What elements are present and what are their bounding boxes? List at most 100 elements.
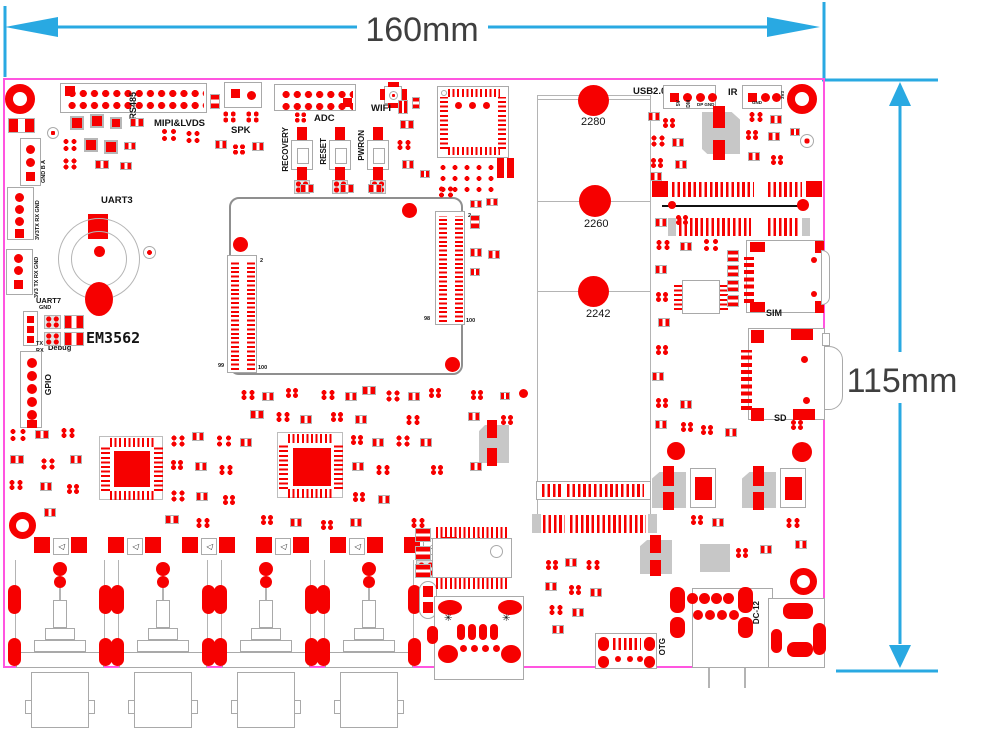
shield-pad [738, 617, 753, 638]
pin-lead [59, 588, 61, 600]
shield-pad [670, 617, 685, 638]
recovery-label: RECOVERY [281, 127, 290, 172]
smd-pads [785, 518, 801, 528]
soic-chip-small [682, 280, 720, 314]
smd-pad [84, 138, 98, 152]
connector-end-pad [806, 181, 822, 197]
smd-pads [8, 480, 24, 490]
smd-pads [500, 392, 510, 400]
pin-pad [53, 562, 67, 576]
m2-standoff-2242 [578, 276, 609, 307]
ir-connector [742, 85, 782, 109]
bnc-base [119, 652, 207, 668]
smd-pads [44, 332, 61, 346]
smd-pad [110, 117, 122, 129]
chip-pins [334, 443, 343, 489]
smd-pads [650, 172, 662, 181]
chip-pins [448, 89, 500, 97]
socket-post [811, 291, 817, 297]
socket-pad [791, 329, 813, 340]
ir-label: IR [728, 87, 738, 98]
pin-lead [368, 588, 370, 600]
uart7-connector [6, 249, 33, 295]
smd-pads [350, 518, 362, 527]
pin-pad [468, 624, 476, 640]
smd-pads [385, 390, 401, 402]
pin [27, 316, 34, 323]
smd-pads [285, 388, 299, 398]
pin-pad [705, 610, 715, 620]
smd-pads [400, 120, 414, 129]
smd-pads [552, 625, 564, 634]
connector-pins [543, 515, 565, 533]
antenna-pad [388, 103, 399, 108]
spk-label: SPK [231, 125, 251, 136]
button-pad [335, 167, 345, 181]
pin1-marker [65, 86, 75, 96]
mipi-lvds-header [60, 83, 207, 113]
smd-pads [405, 415, 421, 425]
pin [748, 93, 757, 102]
sim-label: SIM [766, 308, 783, 318]
uart3-label: UART3 [101, 195, 133, 206]
shell-pad [498, 600, 522, 615]
pin-pad [156, 562, 170, 576]
header-pins [65, 86, 204, 111]
shield-pad [99, 638, 112, 666]
smd-pad [713, 106, 725, 128]
shield-pad [214, 638, 227, 666]
smd-pads [368, 184, 382, 193]
smd-pads [672, 138, 684, 147]
smd-pads [486, 198, 498, 206]
smd-pads [160, 128, 178, 142]
bnc-base [222, 652, 310, 668]
bnc-connector [214, 560, 318, 737]
bnc-tab [25, 700, 32, 714]
connector-pins [542, 484, 561, 497]
smd-pads [275, 412, 291, 422]
smd-pads [330, 412, 344, 422]
pin [27, 326, 34, 333]
pin-lead [265, 588, 267, 600]
antenna-pad [388, 82, 399, 87]
smd-pads [470, 390, 484, 400]
cap-pad [650, 535, 661, 553]
smd-pads [410, 518, 426, 528]
buzzer-pad [94, 246, 105, 257]
pin1-marker [343, 98, 352, 107]
adc-label: ADC [314, 113, 335, 124]
smd-pads [95, 160, 109, 169]
test-point [792, 442, 812, 462]
smd-pads [680, 242, 692, 251]
pin-pad [627, 656, 633, 662]
bnc-tab [294, 700, 301, 714]
smd-pads [727, 280, 739, 292]
sd-contacts [741, 350, 752, 410]
pin-pad [157, 576, 169, 588]
polarity-mark: ✳ [444, 613, 453, 624]
diode-symbol: ◁ [53, 538, 69, 555]
shield-pad [111, 638, 124, 666]
pin [15, 205, 24, 214]
smd-pads [662, 118, 676, 128]
pin [27, 420, 37, 428]
chip-pins [448, 147, 500, 155]
chip-mark [483, 102, 490, 109]
shell-pad [598, 637, 609, 651]
smd-pads [215, 435, 233, 447]
smd-pads [470, 462, 482, 471]
pin [772, 93, 781, 102]
pin-pad [729, 610, 739, 620]
smd-pads [210, 94, 220, 109]
smd-pads [768, 132, 780, 141]
smd-pad-row [34, 537, 480, 553]
jack-pad [783, 603, 813, 619]
smd-pads [378, 495, 390, 504]
shield-pad [738, 587, 753, 613]
shield-pad [8, 585, 21, 614]
usb20-label: USB2.0 [633, 86, 667, 97]
test-point [667, 442, 685, 460]
usb-dm-label: DM [686, 100, 692, 108]
antenna-center [389, 91, 398, 100]
